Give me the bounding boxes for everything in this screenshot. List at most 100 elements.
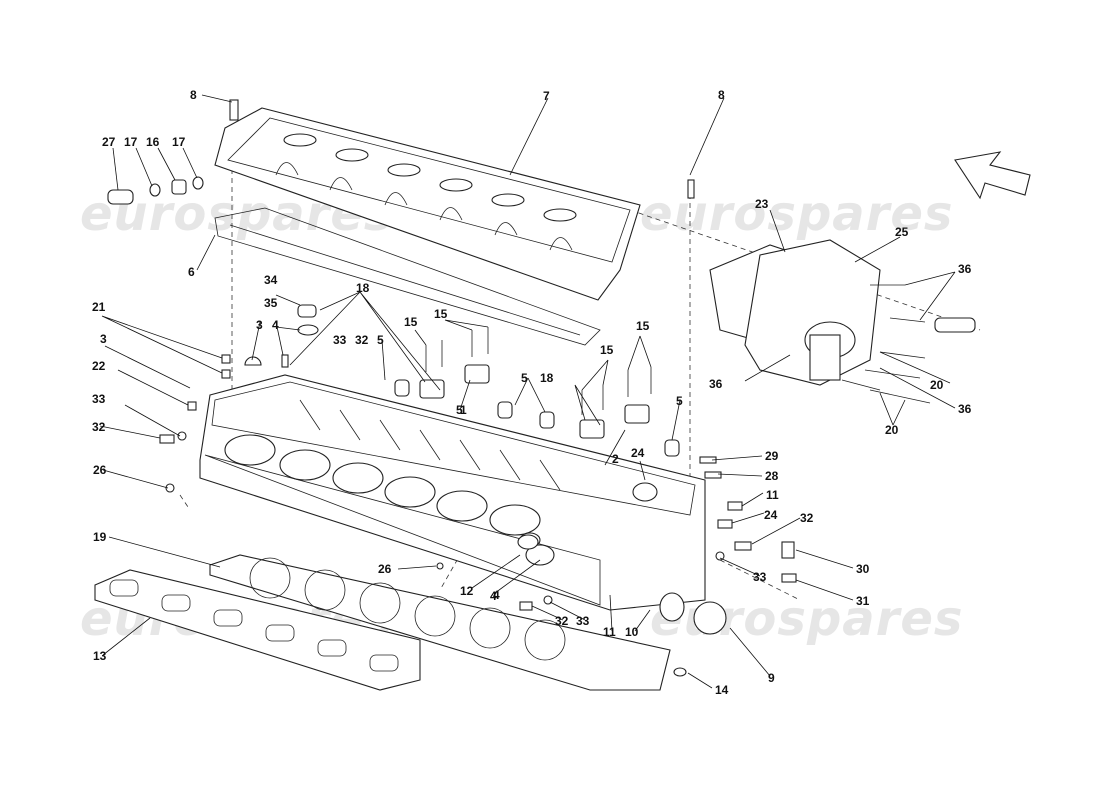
callout-label: 20: [930, 378, 944, 392]
callout-label: 28: [765, 469, 779, 483]
callout-label: 32: [800, 511, 814, 525]
plug-34: [297, 304, 317, 318]
callout-label: 17: [124, 135, 138, 149]
valve-cover-gasket: [214, 207, 601, 346]
callout-label: 3: [100, 332, 107, 346]
callout-label: 24: [631, 446, 645, 460]
callout-label: 32: [92, 420, 106, 434]
pin-4: [281, 354, 289, 368]
callout-label: 5: [456, 403, 463, 417]
callout-label: 29: [765, 449, 779, 463]
callout-label: 22: [92, 359, 106, 373]
bolt-30: [781, 541, 795, 559]
callout-label: 6: [188, 265, 195, 279]
plug-24-right: [717, 519, 733, 529]
callout-label: 24: [764, 508, 778, 522]
fitting-16: [171, 179, 187, 195]
oring-12: [517, 534, 539, 550]
arrow-up-left-icon: [954, 151, 1031, 200]
plug-5c: [539, 411, 555, 429]
callout-label: 11: [766, 488, 779, 502]
plug-26-mid: [436, 562, 444, 570]
manifold-gasket: [94, 569, 421, 691]
callout-label: 21: [92, 300, 106, 314]
callout-label: 34: [264, 273, 278, 287]
plug-5b: [497, 401, 513, 419]
callout-label: 36: [958, 262, 972, 276]
callout-label: 4: [493, 588, 500, 602]
callout-label: 18: [540, 371, 554, 385]
screw-32-bottom: [519, 601, 533, 611]
callout-label: 15: [600, 343, 614, 357]
callout-label: 26: [378, 562, 392, 576]
screw-32-right: [734, 541, 752, 551]
callout-label: 5: [521, 371, 528, 385]
washer-17: [149, 183, 161, 197]
callout-label: 33: [92, 392, 106, 406]
plug-26-left: [165, 483, 175, 493]
callout-label: 33: [753, 570, 767, 584]
oring-14: [673, 667, 687, 677]
callout-label: 4: [272, 318, 279, 332]
callout-label: 30: [856, 562, 870, 576]
bolts-15: [425, 327, 652, 415]
callout-label: 8: [190, 88, 197, 102]
bracket: [934, 317, 976, 333]
washer-33-right: [715, 551, 725, 561]
callout-label: 5: [676, 394, 683, 408]
callout-label: 15: [404, 315, 418, 329]
cap-18d: [624, 404, 650, 424]
leader-lines: [99, 94, 956, 689]
timing-housing: [709, 239, 881, 386]
plug-5a: [394, 379, 410, 397]
callout-labels: 1 2 3 3 4 4 4 5 5 5 5 6 7 8 8 9 10 11 11…: [92, 88, 972, 697]
callout-label: 20: [885, 423, 899, 437]
callout-label: 32: [555, 614, 569, 628]
callout-label: 10: [625, 625, 639, 639]
callout-label: 23: [755, 197, 769, 211]
valve-cover: [214, 107, 641, 301]
callout-label: 33: [333, 333, 347, 347]
callout-label: 1: [460, 403, 467, 417]
pin-21a: [221, 354, 231, 364]
callout-label: 15: [434, 307, 448, 321]
callout-label: 26: [93, 463, 107, 477]
callout-label: 3: [256, 318, 263, 332]
plug-27: [107, 189, 134, 205]
callout-label: 2: [612, 452, 619, 466]
callout-label: 33: [576, 614, 590, 628]
cylinder-head: [199, 374, 706, 611]
washer-17b: [192, 176, 204, 190]
cap-18b: [464, 364, 490, 384]
plug-5d: [664, 439, 680, 457]
callout-label: 12: [460, 584, 474, 598]
callout-label: 5: [377, 333, 384, 347]
washer-33-left: [177, 431, 187, 441]
screw-32-left: [159, 434, 175, 444]
pin-22: [187, 401, 197, 411]
callout-label: 31: [856, 594, 870, 608]
callout-label: 15: [636, 319, 650, 333]
cap-9: [693, 601, 727, 635]
callout-label: 14: [715, 683, 729, 697]
plug-10: [659, 592, 685, 622]
bolt-8-right: [687, 179, 695, 199]
callout-label: 36: [958, 402, 972, 416]
cap-18a: [419, 379, 445, 399]
small-parts: [107, 99, 976, 677]
callout-label: 16: [146, 135, 160, 149]
callout-label: 13: [93, 649, 107, 663]
cap-18c: [579, 419, 605, 439]
callout-label: 35: [264, 296, 278, 310]
callout-label: 9: [768, 671, 775, 685]
head-gasket: [209, 554, 671, 691]
callout-label: 7: [543, 89, 550, 103]
pin-21b: [221, 369, 231, 379]
washer-31: [781, 573, 797, 583]
callout-label: 32: [355, 333, 369, 347]
callout-label: 17: [172, 135, 186, 149]
bolt-8-left: [229, 99, 239, 121]
callout-label: 19: [93, 530, 107, 544]
callout-label: 27: [102, 135, 116, 149]
